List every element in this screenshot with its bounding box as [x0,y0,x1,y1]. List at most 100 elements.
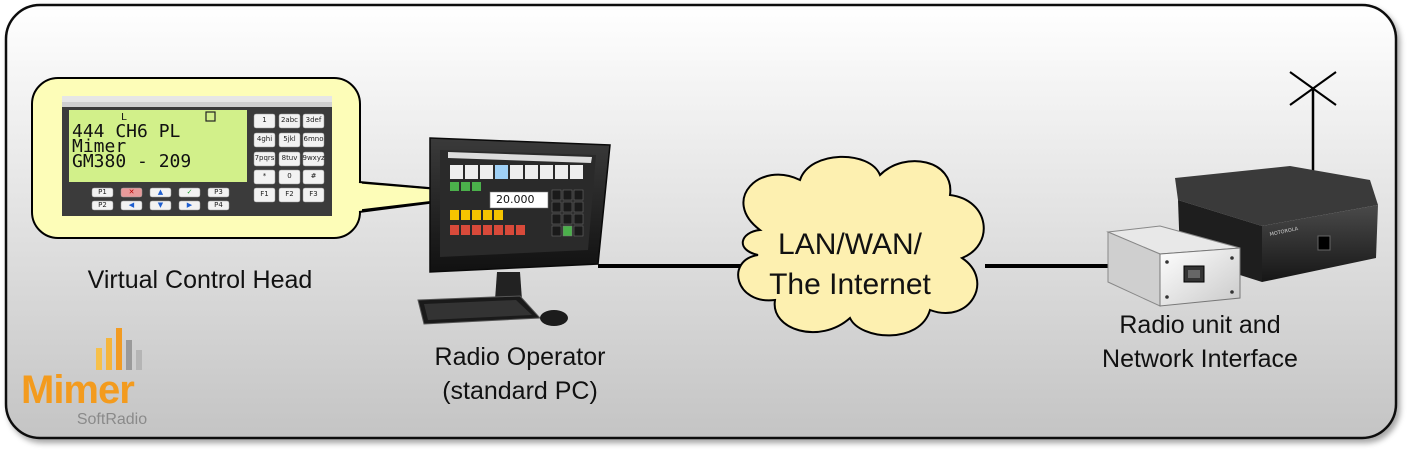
pc-screen-button [562,189,573,201]
preset-key[interactable] [207,200,230,211]
down-arrow-key[interactable] [149,200,172,211]
pc-screen-button [525,165,538,179]
keypad-key-label: # [310,172,317,180]
lcd-square-indicator [205,111,216,122]
keypad-key-label: 5jkl [283,135,296,143]
left-arrow-key[interactable] [120,200,143,211]
function-key[interactable] [302,187,325,203]
keypad-key[interactable] [253,151,276,167]
keypad-key-label: 1 [262,116,267,124]
lcd-indicator: L [121,112,128,123]
pc-screen-button [573,225,584,237]
pc-screen-button [573,201,584,213]
pc-screen-button [483,225,492,235]
confirm-key-label: ✓ [186,187,193,196]
cloud-label-line-2: The Internet [769,268,931,301]
preset-key[interactable] [91,187,114,198]
confirm-key[interactable] [178,187,201,198]
antenna-icon [1289,71,1337,172]
right-arrow-key-label: ▶ [186,200,193,209]
pc-screen-header [448,152,592,163]
lcd-line-3: GM380 - 209 [72,151,192,172]
radio-port [1317,235,1331,251]
function-key[interactable] [253,187,276,203]
function-key-label: F2 [285,190,294,198]
lcd-line-2: Mimer [72,136,127,157]
mouse [540,310,568,326]
right-arrow-key[interactable] [178,200,201,211]
function-key-label: F3 [309,190,318,198]
network-cloud [737,155,985,337]
cancel-key-label: ✕ [128,187,135,196]
keypad-key[interactable] [253,132,276,148]
keypad-key-label: 3def [305,116,322,124]
pc-screen-button [483,210,492,220]
pc-screen-button [555,165,568,179]
pc-screen-button [510,165,523,179]
cloud-label-line-1: LAN/WAN/ [778,228,922,261]
keypad-key[interactable] [253,169,276,185]
cancel-key[interactable] [120,187,143,198]
keypad-key-label: * [262,172,267,180]
pc-screen-button [551,201,562,213]
pc-screen-button [494,210,503,220]
pc-screen-button [516,225,525,235]
keypad [91,113,325,211]
virtual-control-head-label: Virtual Control Head [87,266,313,294]
keypad-key-label: 2abc [280,116,299,124]
mimer-logo-icon [96,328,142,370]
pc-screen-button [472,225,481,235]
pc-screen-button [461,225,470,235]
control-head-window [62,96,332,216]
keypad-key-label: 6mno [303,135,324,143]
preset-key-label: P2 [98,200,107,209]
keypad-key-label: 7pqrs [254,154,275,162]
keypad-key[interactable] [302,169,325,185]
keypad-key[interactable] [253,113,276,129]
operator-pc [417,137,611,326]
pc-screen-button [573,189,584,201]
pc-screen-button [551,189,562,201]
pc-screen-button [450,182,459,191]
pc-screen-button [570,165,583,179]
pc-screen-button [494,225,503,235]
preset-key[interactable] [207,187,230,198]
logo-brand: Mimer [21,368,135,412]
pc-screen-button [505,225,514,235]
keypad-key[interactable] [302,132,325,148]
keypad-key-label: 8tuv [281,154,298,162]
keypad-key[interactable] [278,169,301,185]
pc-screen-button [562,213,573,225]
down-arrow-key-label: ▼ [157,200,164,209]
up-arrow-key[interactable] [149,187,172,198]
logo-subtitle: SoftRadio [76,411,148,428]
keypad-key[interactable] [278,151,301,167]
pc-screen-button [450,210,459,220]
left-arrow-key-label: ◀ [128,200,135,209]
keypad-key[interactable] [302,113,325,129]
function-key-label: F1 [260,190,269,198]
keypad-key-label: 9wxyz [302,154,325,162]
pc-screen-button [573,213,584,225]
pc-screen-button [480,165,493,179]
pc-screen-button [551,225,562,237]
pc-screen-button [465,165,478,179]
function-key[interactable] [278,187,301,203]
keypad-key[interactable] [302,151,325,167]
radio-unit-label-line-2: Network Interface [1102,345,1298,373]
pc-screen-button [562,201,573,213]
keypad-key[interactable] [278,113,301,129]
pc-screen-button [472,210,481,220]
radio-unit-label-line-1: Radio unit and [1119,311,1281,339]
pc-screen-button [472,182,481,191]
pc-screen-button [461,210,470,220]
preset-key-label: P1 [98,187,107,196]
keypad-key[interactable] [278,132,301,148]
preset-key[interactable] [91,200,114,211]
lcd-line-1: 444 CH6 PL [72,121,181,142]
keypad-key-label: 0 [287,172,292,180]
pc-screen-button [551,213,562,225]
pc-screen-button [450,165,463,179]
radio-operator-sublabel: (standard PC) [442,377,598,405]
